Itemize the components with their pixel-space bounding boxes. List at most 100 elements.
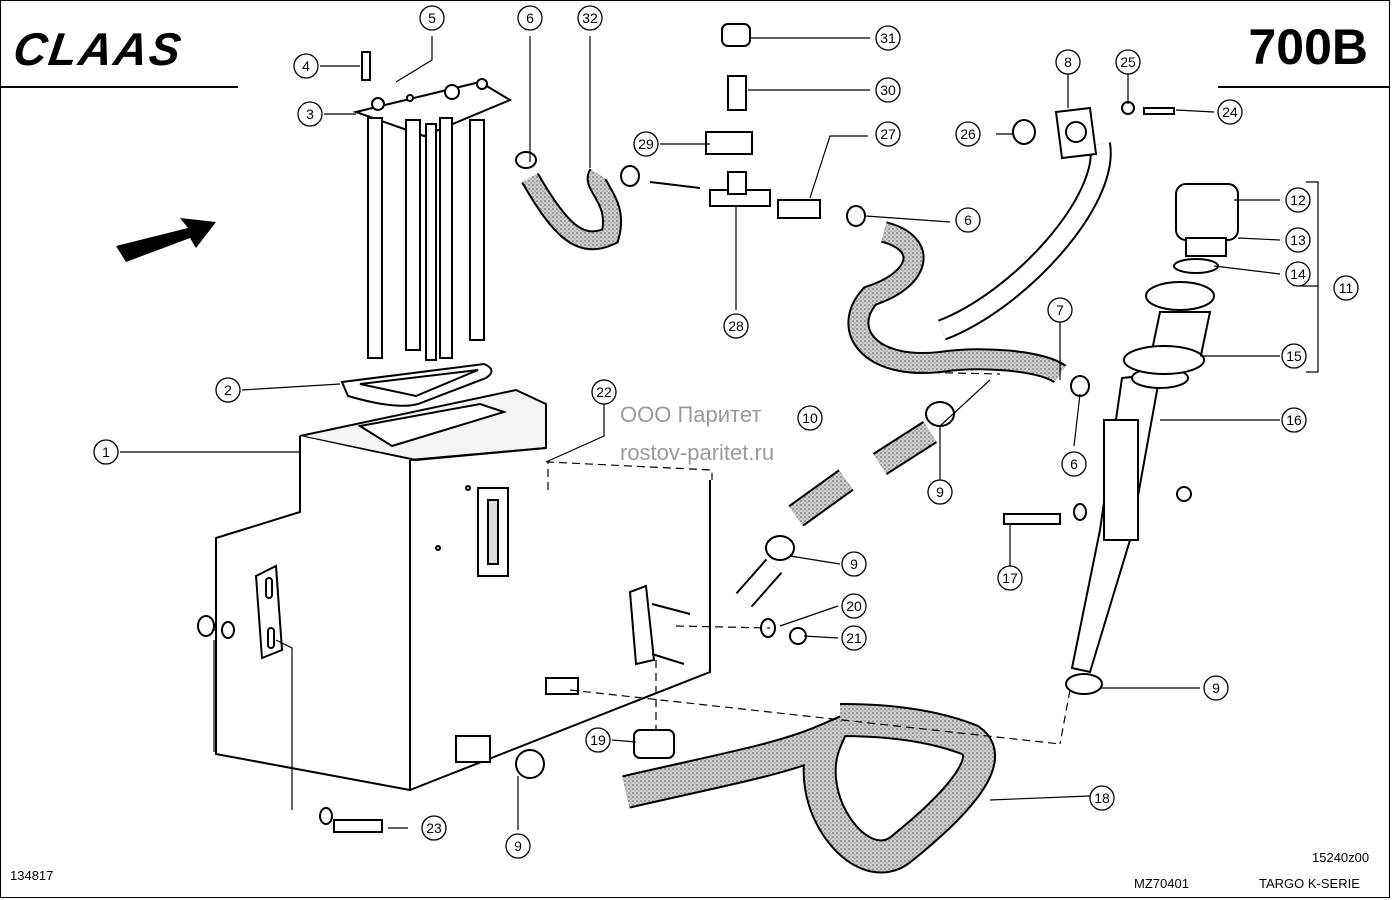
callout-circle-21	[841, 625, 867, 651]
footer-series: TARGO K-SERIE	[1259, 876, 1360, 891]
hose-7	[937, 142, 1112, 341]
callout-circle-1	[93, 439, 119, 465]
part-2-gasket	[340, 362, 493, 407]
header-rule-right	[1218, 86, 1390, 88]
footer-center-code: MZ70401	[1134, 876, 1189, 891]
leader-lines	[120, 36, 1319, 830]
callout-circle-13	[1285, 227, 1311, 253]
callout-number-28: 28	[728, 318, 744, 334]
callout-number-9: 9	[1212, 680, 1220, 696]
header-rule-left	[0, 86, 238, 88]
callout-number-7: 7	[1056, 302, 1064, 318]
callout-circle-10	[797, 405, 823, 431]
callout-number-23: 23	[426, 820, 442, 836]
callout-circle-9	[1203, 675, 1229, 701]
callout-number-22: 22	[596, 384, 612, 400]
callout-number-31: 31	[880, 30, 896, 46]
callout-number-29: 29	[638, 136, 654, 152]
callout-number-5: 5	[428, 10, 436, 26]
callout-circle-28	[723, 313, 749, 339]
footer-left-number: 134817	[10, 868, 54, 883]
callout-circle-25	[1115, 49, 1141, 75]
callout-circle-27	[875, 121, 901, 147]
callout-circle-16	[1281, 407, 1307, 433]
callout-circle-29	[633, 131, 659, 157]
callout-circle-12	[1285, 187, 1311, 213]
callout-number-15: 15	[1286, 348, 1302, 364]
watermark-site: rostov-paritet.ru	[620, 440, 775, 465]
part-3-sender-unit	[352, 78, 513, 361]
callout-number-6: 6	[964, 212, 972, 228]
callout-number-12: 12	[1290, 192, 1306, 208]
callout-number-9: 9	[936, 484, 944, 500]
callout-number-1: 1	[102, 444, 110, 460]
callout-circle-3	[297, 101, 323, 127]
callout-circle-8	[1055, 49, 1081, 75]
part-22-bracket	[477, 487, 509, 577]
part-1-tank	[215, 388, 711, 792]
callout-circle-24	[1217, 99, 1243, 125]
callout-circle-18	[1089, 785, 1115, 811]
callout-circle-4	[293, 53, 319, 79]
t-piece-assembly	[649, 23, 821, 219]
callout-number-2: 2	[224, 382, 232, 398]
callout-circle-9	[841, 551, 867, 577]
callout-number-16: 16	[1286, 412, 1302, 428]
tank-strap	[254, 564, 284, 660]
callout-number-9: 9	[850, 556, 858, 572]
callout-circle-20	[841, 593, 867, 619]
callout-circle-30	[875, 77, 901, 103]
callout-circle-31	[875, 25, 901, 51]
callout-number-17: 17	[1002, 570, 1018, 586]
diagram-code: 700B	[1248, 19, 1368, 75]
stud-bracket	[628, 584, 691, 666]
callout-circle-19	[585, 727, 611, 753]
callout-number-8: 8	[1064, 54, 1072, 70]
callout-number-14: 14	[1290, 266, 1306, 282]
callout-circle-9	[927, 479, 953, 505]
callout-circle-15	[1281, 343, 1307, 369]
callout-circle-6	[1061, 451, 1087, 477]
callout-circle-7	[1047, 297, 1073, 323]
direction-arrow	[116, 218, 216, 262]
part-16-filler-neck	[1070, 367, 1189, 674]
callout-number-6: 6	[1070, 456, 1078, 472]
callout-number-6: 6	[526, 10, 534, 26]
callout-circle-6	[517, 5, 543, 31]
callout-circle-26	[955, 121, 981, 147]
callout-number-24: 24	[1222, 104, 1238, 120]
callout-circle-11	[1333, 275, 1359, 301]
callout-circle-14	[1285, 261, 1311, 287]
callout-number-20: 20	[846, 598, 862, 614]
callout-circle-22	[591, 379, 617, 405]
small-hardware	[197, 51, 1192, 833]
callout-number-25: 25	[1120, 54, 1136, 70]
callout-number-11: 11	[1339, 280, 1354, 296]
callout-circle-32	[577, 5, 603, 31]
callout-circle-5	[419, 5, 445, 31]
callout-circle-17	[997, 565, 1023, 591]
part-11-cap-assembly	[1123, 183, 1239, 375]
callout-circle-6	[955, 207, 981, 233]
callout-number-10: 10	[802, 410, 818, 426]
callout-circle-9	[505, 833, 531, 859]
callout-number-26: 26	[960, 126, 976, 142]
callout-number-9: 9	[514, 838, 522, 854]
callout-number-4: 4	[302, 58, 310, 74]
reference-lines	[547, 371, 1071, 745]
callout-number-27: 27	[880, 126, 896, 142]
callout-number-32: 32	[582, 10, 598, 26]
callout-number-21: 21	[846, 630, 862, 646]
watermark-company: ООО Паритет	[620, 402, 762, 427]
callout-circle-2	[215, 377, 241, 403]
part-8-flange	[1054, 106, 1098, 160]
callout-number-13: 13	[1290, 232, 1306, 248]
callout-number-19: 19	[590, 732, 606, 748]
footer-right-code: 15240z00	[1312, 850, 1370, 865]
callout-number-3: 3	[306, 106, 314, 122]
callout-circle-23	[421, 815, 447, 841]
callout-number-30: 30	[880, 82, 896, 98]
